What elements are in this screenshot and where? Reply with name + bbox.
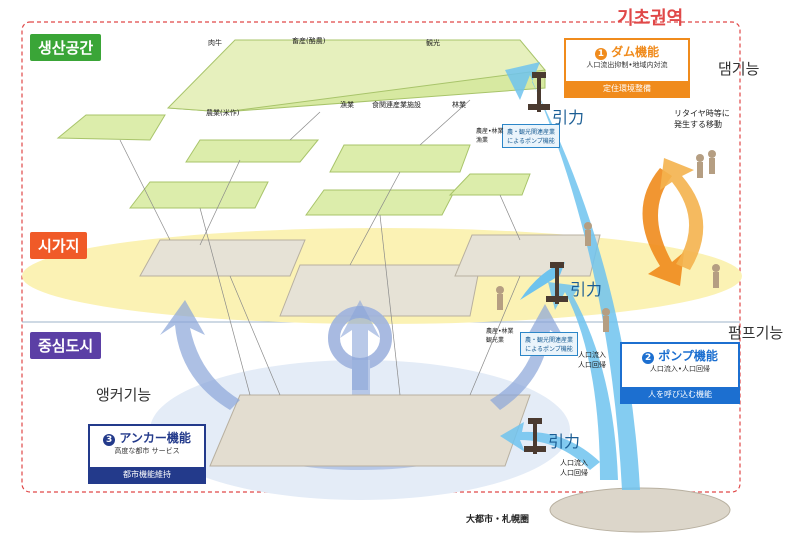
plane-label-l4: 農業(米作) xyxy=(206,109,240,117)
production-plane-4 xyxy=(128,181,269,209)
pump-icon-bottom xyxy=(524,418,546,454)
pump-arrow-small xyxy=(500,422,600,470)
pull-label-top: 引力 xyxy=(552,108,585,127)
production-plane-3 xyxy=(329,144,471,173)
production-main-top xyxy=(166,39,546,113)
urban-plane-1 xyxy=(139,239,306,277)
production-plane-2 xyxy=(185,139,320,163)
pump-icon-top xyxy=(528,72,550,112)
callout-pump: 펌프기능 xyxy=(728,324,784,342)
dam-box-title: 1 ダム機能 xyxy=(566,40,688,60)
plane-label-l2: 畜産(酪農) xyxy=(292,37,326,45)
pump-number-icon: 2 xyxy=(642,352,655,364)
anchor-arrow-center xyxy=(340,300,380,390)
anchor-box-bar: 都市機能維持 xyxy=(90,467,204,482)
pump-function-box: 2 ポンプ機能 人口流入•人口回帰 人を呼び込む機能 xyxy=(620,342,740,404)
pump-box-title: 2 ポンプ機能 xyxy=(622,344,738,364)
callout-dam: 댐기능 xyxy=(718,60,760,78)
pump-arrow-large xyxy=(505,62,640,490)
small-note-2: 農産•林業 観光業 xyxy=(486,328,514,344)
production-plane-6 xyxy=(448,173,531,196)
inflow-note-2: 人口流入 人口回帰 xyxy=(560,459,588,477)
pump-icon-mid xyxy=(546,262,568,304)
tier-tag-production: 생산공간 xyxy=(30,34,102,61)
region-border xyxy=(21,21,741,493)
dam-function-box: 1 ダム機能 人口流出抑制•地域内対流 定住環境整備 xyxy=(564,38,690,98)
dam-box-sub: 人口流出抑制•地域内対流 xyxy=(586,61,668,69)
dam-box-bar: 定住環境整備 xyxy=(566,81,688,96)
tier-tag-center: 중심도시 xyxy=(30,332,102,359)
plane-label-l5: 漁業 xyxy=(340,101,354,109)
metro-label: 大都市・札幌圏 xyxy=(466,515,530,525)
plane-label-l7: 林業 xyxy=(452,101,466,109)
plane-label-l6: 食関連産業施設 xyxy=(372,101,421,109)
pump-box-bar: 人を呼び込む機能 xyxy=(622,387,738,402)
metro-plane xyxy=(549,487,731,533)
urban-plane-3 xyxy=(454,234,601,277)
anchor-arrow-left xyxy=(160,300,240,410)
retire-note: リタイヤ時等に 発生する移動 xyxy=(674,109,730,129)
dam-arrow xyxy=(642,168,684,286)
small-note-1: 農産•林業 漁業 xyxy=(476,128,504,144)
callout-anchor: 앵커기능 xyxy=(96,386,152,404)
pull-label-mid: 引力 xyxy=(570,280,603,299)
plane-label-l1: 肉牛 xyxy=(208,39,222,47)
region-title: 기초권역 xyxy=(617,8,684,29)
production-plane-1 xyxy=(56,114,166,141)
anchor-arrow-right xyxy=(490,304,565,410)
tier-tag-urban: 시가지 xyxy=(30,232,88,259)
center-plane xyxy=(209,394,531,467)
dam-arrow-up xyxy=(660,158,704,270)
pump-info-box-upper: 農・観光関連産業 によるポンプ機能 xyxy=(502,124,560,148)
people-silhouettes xyxy=(496,150,720,332)
pump-box-sub: 人口流入•人口回帰 xyxy=(649,365,711,373)
urban-plane-2 xyxy=(279,264,481,317)
pull-label-bottom: 引力 xyxy=(548,432,581,451)
dam-number-icon: 1 xyxy=(594,48,607,60)
side-arrow-right xyxy=(520,262,565,300)
anchor-box-sub: 高度な都市 サービス xyxy=(114,447,180,455)
anchor-box-title: 3 アンカー機能 xyxy=(90,426,204,446)
anchor-number-icon: 3 xyxy=(103,434,116,446)
production-plane-5 xyxy=(305,189,456,216)
plane-label-l3: 観光 xyxy=(426,39,440,47)
pump-arrow-mid xyxy=(548,282,618,480)
anchor-function-box: 3 アンカー機能 高度な都市 サービス 都市機能維持 xyxy=(88,424,206,484)
pump-info-box-lower: 農・観光関連産業 によるポンプ機能 xyxy=(520,332,578,356)
connector-lines xyxy=(119,99,521,396)
inflow-note: 人口流入 人口回帰 xyxy=(578,351,606,369)
